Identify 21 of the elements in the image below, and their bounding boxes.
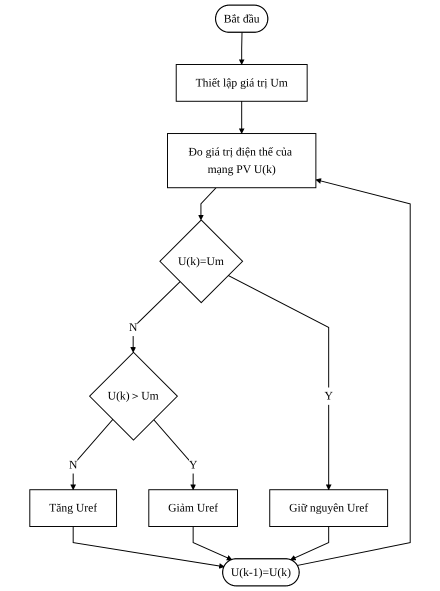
arrow xyxy=(228,274,332,490)
arrow xyxy=(296,178,411,566)
node-box: Đo giá trị điện thế của mạng PV U(k) xyxy=(167,133,316,188)
node-box: Thiết lập giá trị Um xyxy=(176,64,308,102)
arrow xyxy=(72,526,225,569)
edge-label: Y xyxy=(188,458,198,472)
arrow xyxy=(238,100,245,134)
arrow xyxy=(192,526,232,560)
node-diamond: U(k)＞Um xyxy=(88,352,178,441)
node-box: Giữ nguyên Uref xyxy=(269,489,388,527)
node-box: Tăng Uref xyxy=(29,489,118,527)
arrow xyxy=(290,526,330,560)
edge-label: N xyxy=(128,320,138,334)
arrow xyxy=(198,187,217,220)
edge-label: Y xyxy=(324,389,333,402)
arrow xyxy=(130,281,180,353)
edge-label: N xyxy=(68,458,78,472)
arrow xyxy=(70,419,114,490)
arrow xyxy=(238,32,245,65)
node-diamond: U(k)=Um xyxy=(159,219,244,304)
node-box: Giảm Uref xyxy=(148,489,238,527)
